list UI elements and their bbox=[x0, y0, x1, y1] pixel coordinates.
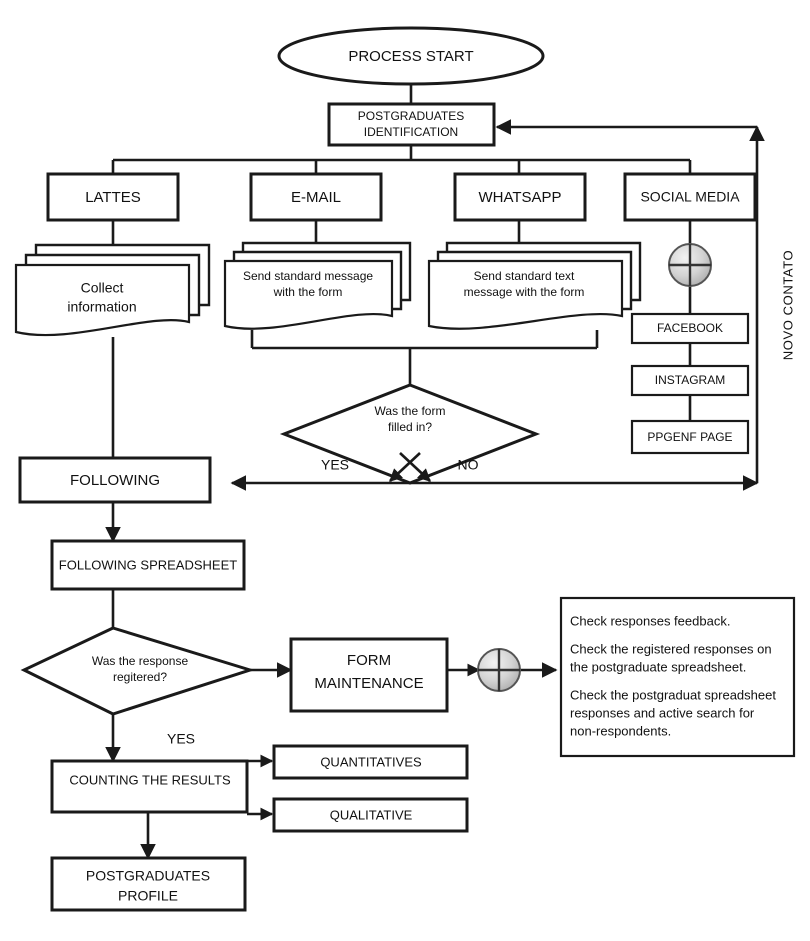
node-qualitative[interactable]: QUALITATIVE bbox=[272, 797, 469, 833]
form-filled-decision-line2: filled in? bbox=[388, 420, 432, 434]
node-collect-information[interactable]: Collect information bbox=[14, 243, 211, 337]
notes-line-5: responses and active search for bbox=[570, 705, 755, 720]
node-form-filled-decision[interactable]: Was the form filled in? bbox=[279, 383, 541, 485]
node-email[interactable]: E-MAIL bbox=[249, 172, 383, 222]
quantitatives-label: QUANTITATIVES bbox=[320, 754, 422, 769]
form-maintenance-junction-icon bbox=[477, 648, 521, 692]
notes-line-6: non-respondents. bbox=[570, 723, 671, 738]
node-counting-the-results[interactable]: COUNTING THE RESULTS bbox=[50, 759, 249, 814]
form-maintenance-line2: MAINTENANCE bbox=[314, 675, 423, 692]
form-maintenance-line1: FORM bbox=[347, 652, 391, 669]
postgraduates-profile-line1: POSTGRADUATES bbox=[86, 868, 210, 884]
node-facebook[interactable]: FACEBOOK bbox=[630, 312, 750, 345]
send-standard-message-line1: Send standard message bbox=[243, 269, 373, 283]
collect-information-line2: information bbox=[67, 299, 136, 315]
whatsapp-label: WHATSAPP bbox=[478, 189, 561, 206]
postgraduates-identification-line2: IDENTIFICATION bbox=[364, 125, 458, 139]
node-send-standard-message[interactable]: Send standard message with the form bbox=[223, 241, 412, 330]
counting-the-results-label: COUNTING THE RESULTS bbox=[69, 772, 231, 787]
node-form-maintenance[interactable]: FORM MAINTENANCE bbox=[289, 637, 449, 713]
process-start-label: PROCESS START bbox=[348, 48, 473, 65]
decision-branch-arrowheads bbox=[389, 452, 431, 482]
node-lattes[interactable]: LATTES bbox=[46, 172, 180, 222]
node-following[interactable]: FOLLOWING bbox=[18, 456, 212, 504]
node-postgraduates-identification[interactable]: POSTGRADUATES IDENTIFICATION bbox=[327, 102, 496, 147]
send-standard-text-line2: message with the form bbox=[464, 285, 585, 299]
connector-lines bbox=[105, 79, 765, 860]
form-filled-decision-line1: Was the form bbox=[375, 404, 446, 418]
notes-line-2: Check the registered responses on bbox=[570, 641, 772, 656]
edge-label-yes-registered: YES bbox=[167, 731, 195, 747]
edge-label-yes-form: YES bbox=[321, 457, 349, 473]
node-send-standard-text[interactable]: Send standard text message with the form bbox=[427, 241, 642, 330]
notes-line-1: Check responses feedback. bbox=[570, 613, 730, 628]
ppgenf-page-label: PPGENF PAGE bbox=[647, 430, 732, 444]
edge-label-no-form: NO bbox=[458, 457, 479, 473]
node-response-registered-decision[interactable]: Was the response regitered? bbox=[20, 626, 256, 716]
postgraduates-identification-line1: POSTGRADUATES bbox=[358, 109, 464, 123]
social-media-label: SOCIAL MEDIA bbox=[640, 189, 740, 205]
node-process-start[interactable]: PROCESS START bbox=[277, 26, 545, 86]
node-postgraduates-profile[interactable]: POSTGRADUATES PROFILE bbox=[50, 856, 247, 912]
node-quantitatives[interactable]: QUANTITATIVES bbox=[272, 744, 469, 780]
qualitative-label: QUALITATIVE bbox=[330, 807, 413, 822]
facebook-label: FACEBOOK bbox=[657, 321, 723, 335]
postgraduates-profile-line2: PROFILE bbox=[118, 888, 178, 904]
node-social-media[interactable]: SOCIAL MEDIA bbox=[623, 172, 757, 222]
response-registered-line1: Was the response bbox=[92, 654, 189, 668]
node-notes-box[interactable]: Check responses feedback. Check the regi… bbox=[559, 596, 796, 758]
node-following-spreadsheet[interactable]: FOLLOWING SPREADSHEET bbox=[50, 539, 246, 591]
lattes-label: LATTES bbox=[85, 189, 141, 206]
node-ppgenf-page[interactable]: PPGENF PAGE bbox=[630, 419, 750, 455]
send-standard-message-line2: with the form bbox=[273, 285, 343, 299]
node-instagram[interactable]: INSTAGRAM bbox=[630, 364, 750, 397]
response-registered-line2: regitered? bbox=[113, 670, 167, 684]
notes-line-4: Check the postgraduat spreadsheet bbox=[570, 687, 776, 702]
node-whatsapp[interactable]: WHATSAPP bbox=[453, 172, 587, 222]
instagram-label: INSTAGRAM bbox=[655, 373, 725, 387]
following-label: FOLLOWING bbox=[70, 472, 160, 489]
social-media-junction-icon bbox=[668, 243, 712, 287]
email-label: E-MAIL bbox=[291, 189, 341, 206]
collect-information-line1: Collect bbox=[81, 280, 124, 296]
edge-label-novo-contato: NOVO CONTATO bbox=[780, 250, 795, 360]
notes-line-3: the postgraduate spreadsheet. bbox=[570, 659, 746, 674]
following-spreadsheet-label: FOLLOWING SPREADSHEET bbox=[59, 557, 237, 572]
send-standard-text-line1: Send standard text bbox=[474, 269, 575, 283]
